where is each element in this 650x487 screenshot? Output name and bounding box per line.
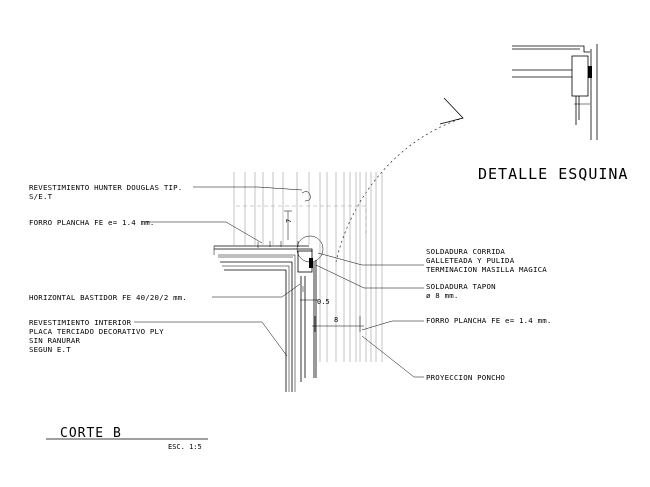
- detail-title: DETALLE ESQUINA: [478, 165, 628, 183]
- label-galleteada-pulida: GALLETEADA Y PULIDA: [426, 256, 515, 265]
- detail-callout-tick: [301, 191, 311, 202]
- label-placa-terciado: PLACA TERCIADO DECORATIVO PLY: [29, 327, 164, 336]
- reference-dashed-line: [236, 205, 367, 238]
- label-revestimiento-hunter-se: S/E.T: [29, 192, 53, 201]
- corner-section: [213, 241, 364, 392]
- projection-arc: [335, 117, 464, 263]
- label-sin-ranurar: SIN RANURAR: [29, 336, 80, 345]
- dimension-8: 8: [334, 316, 338, 324]
- leader-lines-left: [134, 186, 303, 357]
- label-segun-et: SEGUN E.T: [29, 345, 71, 354]
- label-forro-plancha-right: FORRO PLANCHA FE e= 1.4 mm.: [426, 316, 552, 325]
- label-tapon-diameter: ø 8 mm.: [426, 291, 459, 300]
- dimension-0-5: 0.5: [317, 298, 330, 306]
- label-horizontal-bastidor: HORIZONTAL BASTIDOR FE 40/20/2 mm.: [29, 293, 187, 302]
- poncho-hatching: [233, 172, 383, 362]
- section-title: CORTE B: [60, 426, 122, 441]
- arc-arrow-head: [439, 97, 464, 125]
- label-terminacion-masilla: TERMINACION MASILLA MAGICA: [426, 265, 547, 274]
- detail-callout-circle: [296, 235, 324, 263]
- label-forro-plancha-left: FORRO PLANCHA FE e= 1.4 mm.: [29, 218, 155, 227]
- label-proyeccion-poncho: PROYECCION PONCHO: [426, 373, 505, 382]
- section-scale: ESC. 1:5: [168, 443, 202, 451]
- label-revestimiento-hunter: REVESTIMIENTO HUNTER DOUGLAS TIP.: [29, 183, 182, 192]
- label-soldadura-corrida: SOLDADURA CORRIDA: [426, 247, 505, 256]
- corner-detail-inset: [509, 44, 599, 140]
- label-revestimiento-interior: REVESTIMIENTO INTERIOR: [29, 318, 132, 327]
- label-soldadura-tapon: SOLDADURA TAPON: [426, 282, 496, 291]
- leader-lines-right: [315, 252, 424, 378]
- dimension-7: 7: [285, 219, 293, 223]
